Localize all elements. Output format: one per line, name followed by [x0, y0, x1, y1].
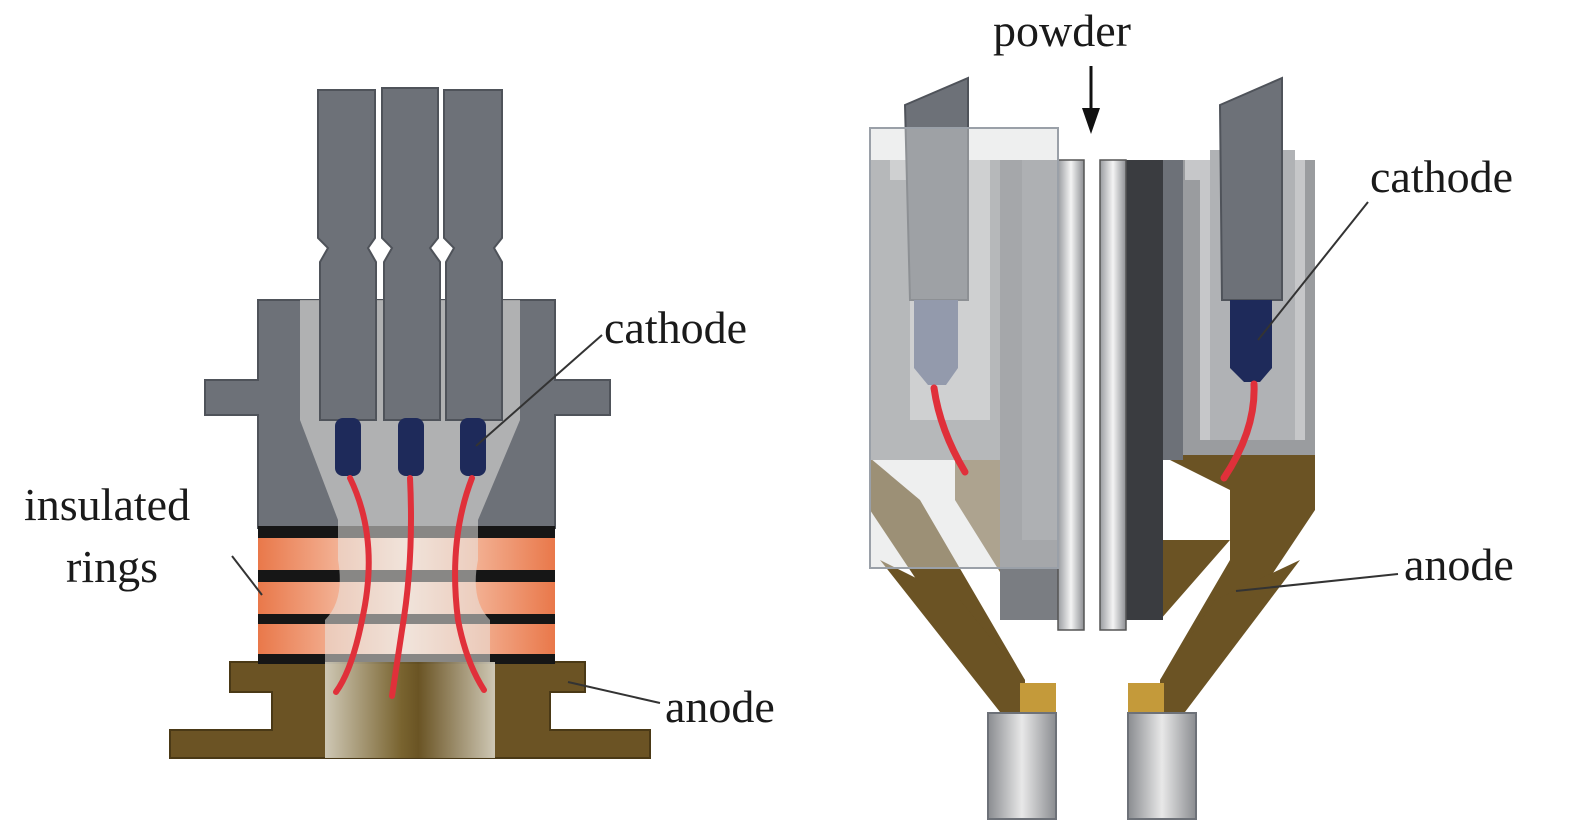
right-anode-left-arm — [870, 458, 1025, 690]
left-electrodes — [317, 87, 503, 421]
right-base-right — [1127, 712, 1197, 820]
right-base-left — [987, 712, 1057, 820]
left-nozzle — [325, 662, 495, 758]
left-torch — [169, 87, 661, 759]
insulated-label: insulated — [24, 479, 190, 530]
left-leaders — [231, 334, 661, 704]
rings-label: rings — [66, 541, 158, 592]
right-leaders — [1235, 201, 1399, 592]
right-electrode-right — [1218, 76, 1283, 301]
right-overlay — [869, 127, 1059, 569]
right-arcs — [930, 380, 1258, 482]
left-anode-label: anode — [665, 681, 775, 732]
left-arcs — [333, 475, 487, 699]
powder-tube-right — [1099, 159, 1127, 631]
powder-arrow — [1082, 66, 1100, 134]
right-cathode-label: cathode — [1370, 151, 1513, 202]
powder-label: powder — [993, 5, 1131, 56]
left-cathode-tips — [335, 418, 486, 476]
powder-tube-left — [1057, 159, 1085, 631]
right-electrode-left — [903, 76, 969, 301]
right-cathode-tip — [1230, 300, 1272, 382]
left-cathode-label: cathode — [604, 302, 747, 353]
right-torch — [869, 66, 1399, 820]
right-anode-label: anode — [1404, 539, 1514, 590]
